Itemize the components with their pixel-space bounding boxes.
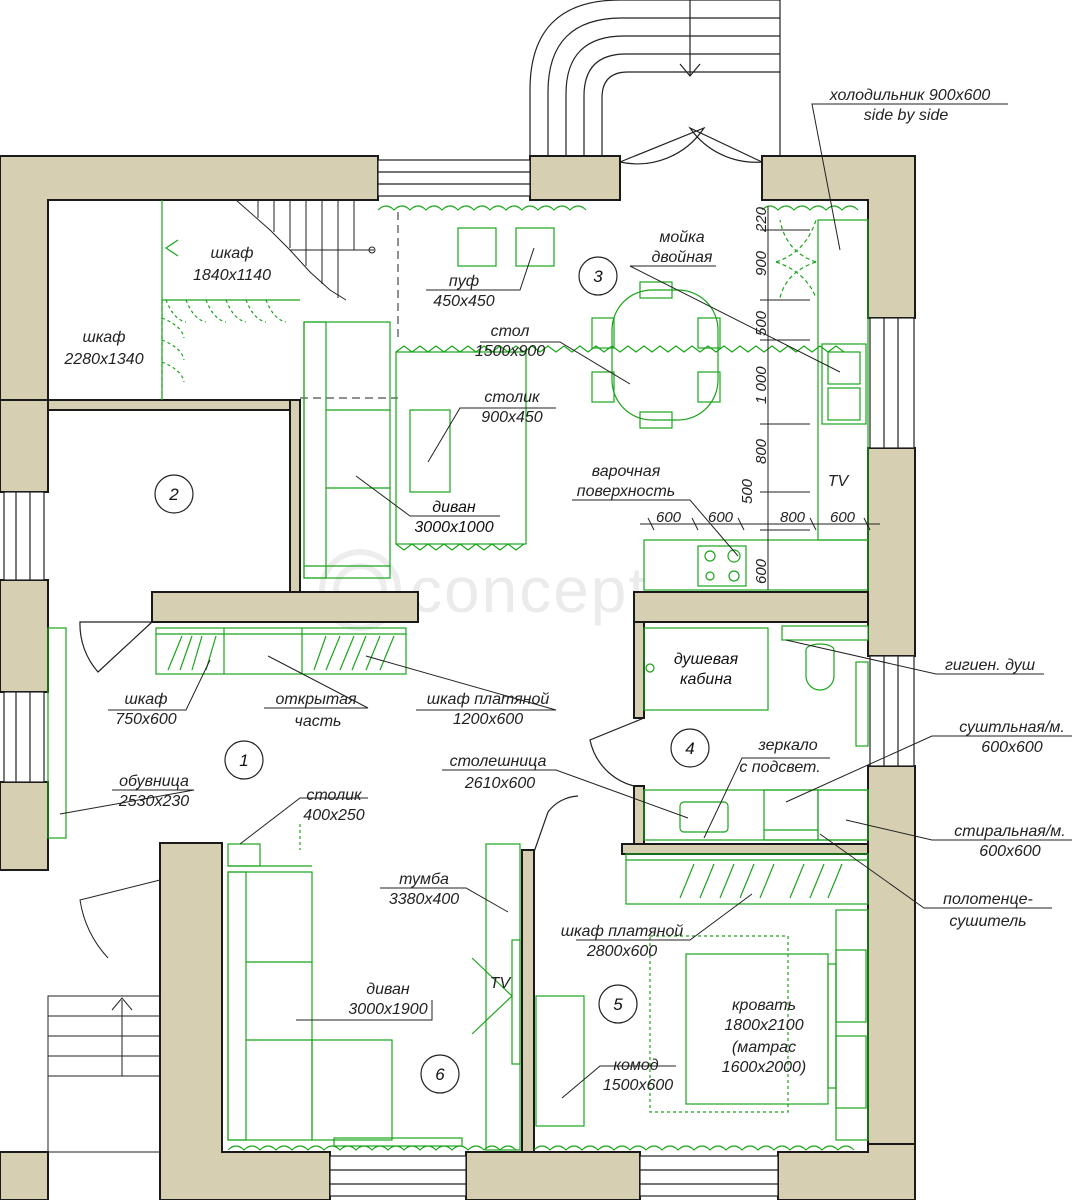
- label-sofa-big-size: 3000х1900: [348, 1001, 427, 1018]
- label-towel-sub: сушитель: [949, 913, 1026, 930]
- label-mirror-sub: с подсвет.: [739, 759, 820, 776]
- room-number-2: 2: [154, 474, 194, 514]
- svg-text:4: 4: [685, 739, 694, 758]
- label-table: стол: [491, 323, 530, 340]
- dim-v-500: 500: [753, 310, 770, 336]
- dim-v-800: 800: [753, 438, 770, 464]
- label-sofa-top-size: 3000х1000: [414, 519, 493, 536]
- label-wardrobe-small-size: 1840х1140: [193, 267, 271, 284]
- dim-v-500b: 500: [739, 478, 756, 504]
- dim-v-900: 900: [753, 250, 770, 276]
- label-countertop-size: 2610х600: [464, 775, 535, 792]
- dim-h-600c: 600: [830, 509, 856, 526]
- svg-text:5: 5: [613, 995, 623, 1014]
- label-tv-kitchen: TV: [828, 473, 850, 490]
- label-side-table-size: 400х250: [303, 807, 364, 824]
- label-hob: варочная: [592, 463, 661, 480]
- room-number-1: 1: [224, 740, 264, 780]
- stairs-bottom: [0, 869, 161, 1153]
- furniture: [47, 200, 869, 1151]
- walls: [0, 155, 916, 1200]
- label-shoe-cabinet-size: 2530х230: [118, 793, 189, 810]
- label-coffee-table: столик: [484, 389, 541, 406]
- label-sink: мойка: [659, 229, 704, 246]
- label-wardrobe-small: шкаф: [210, 245, 253, 262]
- dimension-lines: [640, 206, 880, 590]
- label-closet-750-size: 750х600: [115, 711, 176, 728]
- label-tv-unit-size: 3380х400: [389, 891, 459, 908]
- label-fridge: холодильник 900х600: [829, 87, 991, 104]
- label-sink-sub: двойная: [652, 249, 713, 266]
- label-wardrobe-left-size: 2280х1340: [63, 351, 143, 368]
- dim-v-600: 600: [753, 558, 770, 584]
- dim-h-600b: 600: [708, 509, 734, 526]
- label-hyg-shower: гигиен. душ: [945, 657, 1035, 674]
- label-countertop: столешница: [450, 753, 547, 770]
- svg-text:6: 6: [435, 1065, 445, 1084]
- label-pouf-size: 450х450: [433, 293, 494, 310]
- svg-text:3: 3: [593, 267, 603, 286]
- label-towel: полотенце-: [943, 891, 1033, 908]
- watermark-text: concept: [410, 554, 648, 626]
- label-tv-unit: тумба: [399, 871, 449, 888]
- label-dresser: комод: [613, 1057, 658, 1074]
- label-hob-sub: поверхность: [577, 483, 675, 500]
- svg-text:1: 1: [239, 751, 248, 770]
- label-sofa-big: диван: [366, 981, 410, 998]
- label-washer-size: 600х600: [979, 843, 1040, 860]
- label-shower: душевая: [674, 651, 739, 668]
- label-mirror: зеркало: [757, 737, 817, 754]
- label-shower-sub: кабина: [680, 671, 732, 688]
- dim-v-220: 220: [753, 206, 770, 233]
- room-numbers: 3 2 1 4 5 6: [154, 256, 710, 1094]
- label-bed-mattress-size: 1600х2000): [722, 1059, 807, 1076]
- label-dryer-size: 600х600: [981, 739, 1042, 756]
- label-dresser-size: 1500х600: [603, 1077, 673, 1094]
- room-number-3: 3: [578, 256, 618, 296]
- room-number-5: 5: [598, 984, 638, 1024]
- label-tv-living: TV: [490, 975, 512, 992]
- entrance-ramp: [529, 0, 781, 165]
- windows: [3, 159, 915, 1197]
- annotations: холодильник 900х600 side by side мойка д…: [63, 87, 1065, 1094]
- label-bed: кровать: [732, 997, 796, 1014]
- dim-h-600a: 600: [656, 509, 682, 526]
- label-table-size: 1500х900: [475, 343, 545, 360]
- dim-v-1000: 1 000: [753, 366, 770, 404]
- label-bed-mattress: (матрас: [732, 1039, 796, 1056]
- label-pouf: пуф: [449, 273, 479, 290]
- room-number-6: 6: [420, 1054, 460, 1094]
- label-coffee-table-size: 900х450: [481, 409, 542, 426]
- label-fridge-sub: side by side: [864, 107, 949, 124]
- label-dryer: суштльная/м.: [959, 719, 1065, 736]
- label-closet-1200-size: 1200х600: [453, 711, 523, 728]
- doors: [79, 621, 645, 853]
- stairs-top: [235, 199, 399, 399]
- label-open-part-sub: часть: [295, 713, 342, 730]
- label-open-part: открытая: [275, 691, 357, 708]
- label-wardrobe-left: шкаф: [82, 329, 125, 346]
- label-closet-750: шкаф: [124, 691, 167, 708]
- label-bed-size: 1800х2100: [724, 1017, 803, 1034]
- dim-h-800: 800: [780, 509, 806, 526]
- room-number-4: 4: [670, 728, 710, 768]
- label-closet-1200: шкаф платяной: [427, 691, 550, 708]
- leader-lines: [59, 103, 1072, 1099]
- label-closet-2800-size: 2800х600: [586, 943, 657, 960]
- label-side-table: столик: [306, 787, 363, 804]
- label-sofa-top: диван: [432, 499, 476, 516]
- label-shoe-cabinet: обувница: [119, 773, 189, 790]
- label-closet-2800: шкаф платяной: [561, 923, 684, 940]
- svg-text:2: 2: [168, 485, 179, 504]
- dimension-labels: 220 900 500 1 000 800 500 600 600 600 80…: [656, 206, 856, 584]
- label-washer: стиральная/м.: [954, 823, 1065, 840]
